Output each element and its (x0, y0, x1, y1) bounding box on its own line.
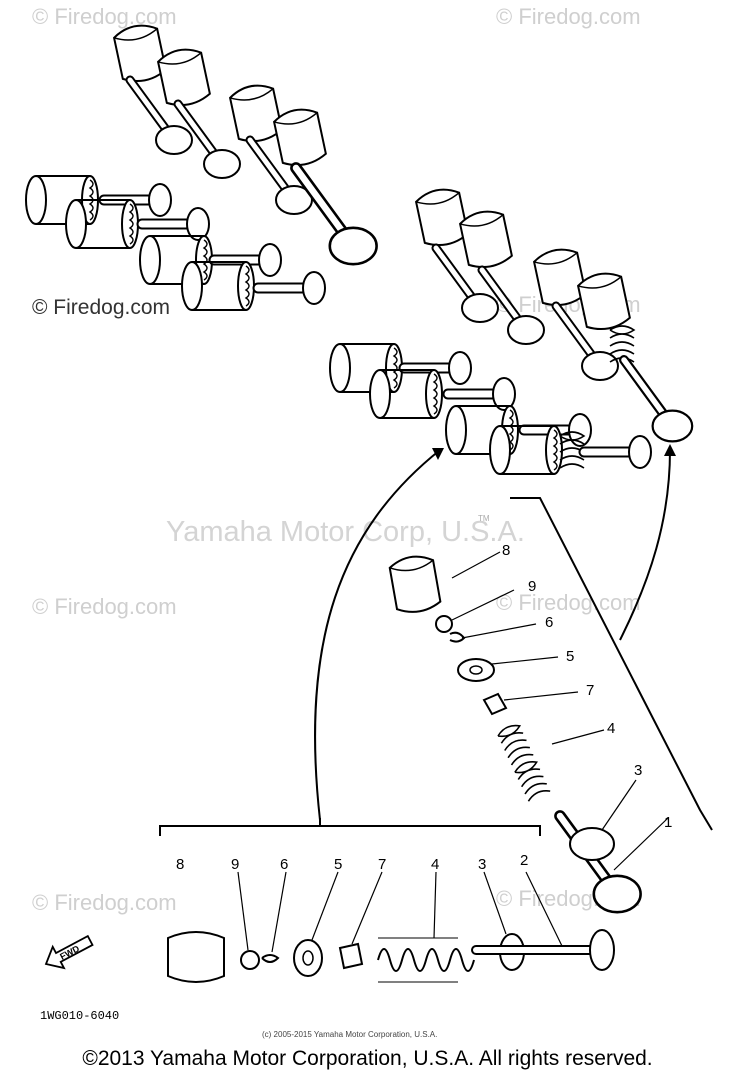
callout-5: 5 (566, 648, 575, 665)
assembly-arrow-left (314, 449, 441, 821)
tappet-part (167, 931, 225, 983)
forward-arrow-icon: FWD (44, 934, 94, 970)
firedog-watermark: © Firedog.com (496, 590, 641, 615)
callout-3: 3 (634, 762, 643, 779)
valve-group-right (329, 184, 692, 475)
valve-retainer (457, 658, 495, 682)
firedog-watermark: © Firedog.com (32, 890, 177, 915)
callout-5: 5 (334, 856, 343, 873)
row-bracket (159, 818, 541, 836)
valve-cotter (449, 631, 466, 643)
callout-4: 4 (607, 720, 616, 737)
small-copyright: (c) 2005-2015 Yamaha Motor Corporation, … (262, 1030, 438, 1039)
spring-part (377, 937, 475, 983)
callout-6: 6 (545, 614, 554, 631)
firedog-watermark: © Firedog.com (496, 4, 641, 29)
stem-seal (482, 692, 508, 716)
callout-8: 8 (176, 856, 185, 873)
spring-seat (569, 827, 615, 861)
callout-6: 6 (280, 856, 289, 873)
part-code: 1WG010-6040 (40, 1009, 120, 1023)
cotter-part (261, 954, 280, 963)
callout-7: 7 (586, 682, 595, 699)
callout-8: 8 (502, 542, 511, 559)
valve-group-top-left (25, 20, 377, 311)
yamaha-watermark: Yamaha Motor Corp, U.S.A. (166, 516, 525, 548)
exploded-leaders (451, 551, 669, 871)
shim (435, 615, 453, 633)
firedog-watermark: © Firedog.com (32, 4, 177, 29)
copyright-footer: ©2013 Yamaha Motor Corporation, U.S.A. A… (82, 1047, 653, 1070)
callout-1: 1 (664, 814, 673, 831)
exploded-assembly (387, 552, 641, 912)
row-leaders (237, 871, 563, 953)
callout-3: 3 (478, 856, 487, 873)
assembly-arrow-right (619, 449, 671, 641)
valve-part (471, 929, 615, 971)
seal-part (338, 942, 364, 970)
shim-part (240, 950, 260, 970)
callout-4: 4 (431, 856, 440, 873)
callout-7: 7 (378, 856, 387, 873)
callout-9: 9 (231, 856, 240, 873)
trademark-mark: TM (478, 514, 490, 523)
firedog-watermark: © Firedog.com (32, 594, 177, 619)
retainer-part (293, 939, 323, 977)
callout-9: 9 (528, 578, 537, 595)
parts-row (167, 929, 615, 983)
callout-2: 2 (520, 852, 529, 869)
firedog-watermark: © Firedog.com (32, 296, 171, 319)
